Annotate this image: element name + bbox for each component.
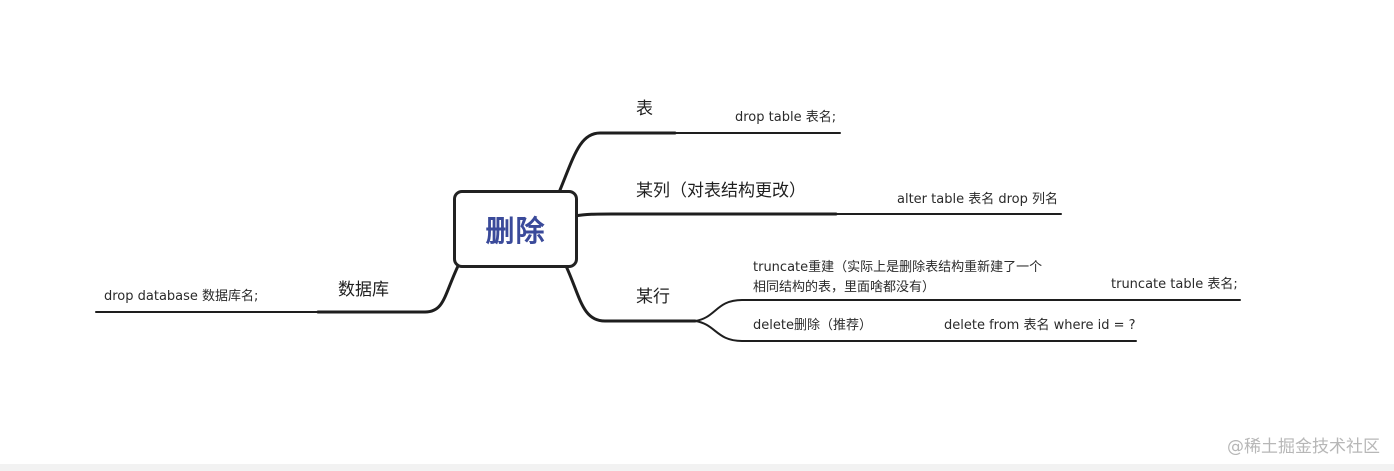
connector-row-to-delete: [694, 320, 1137, 342]
leaf-truncate-table: truncate table 表名;: [1111, 277, 1238, 292]
leaf-alter-table: alter table 表名 drop 列名: [897, 192, 1058, 207]
watermark: @稀土掘金技术社区: [1227, 437, 1380, 457]
connector-row-to-truncate: [694, 299, 1241, 322]
bottom-strip: [0, 464, 1394, 471]
root-label: 删除: [485, 214, 546, 248]
branch-column-label: 某列（对表结构更改）: [636, 181, 806, 201]
leaf-drop-table: drop table 表名;: [735, 110, 837, 125]
connector-root-to-row: [564, 264, 697, 323]
subbranch-delete-label: delete删除（推荐）: [753, 318, 872, 333]
subbranch-truncate-label: truncate重建（实际上是删除表结构重新建了一个相同结构的表，里面啥都没有）: [753, 260, 1043, 295]
branch-row-label: 某行: [636, 287, 670, 307]
leaf-delete-from: delete from 表名 where id = ?: [944, 318, 1136, 333]
leaf-drop-database: drop database 数据库名;: [104, 289, 259, 304]
branch-table-label: 表: [636, 99, 653, 119]
connector-root-to-column: [573, 212, 838, 218]
connector-root-to-database: [316, 264, 460, 314]
connector-root-to-table: [558, 131, 677, 192]
root-node: 删除: [453, 190, 578, 268]
branch-database-label: 数据库: [338, 280, 389, 300]
